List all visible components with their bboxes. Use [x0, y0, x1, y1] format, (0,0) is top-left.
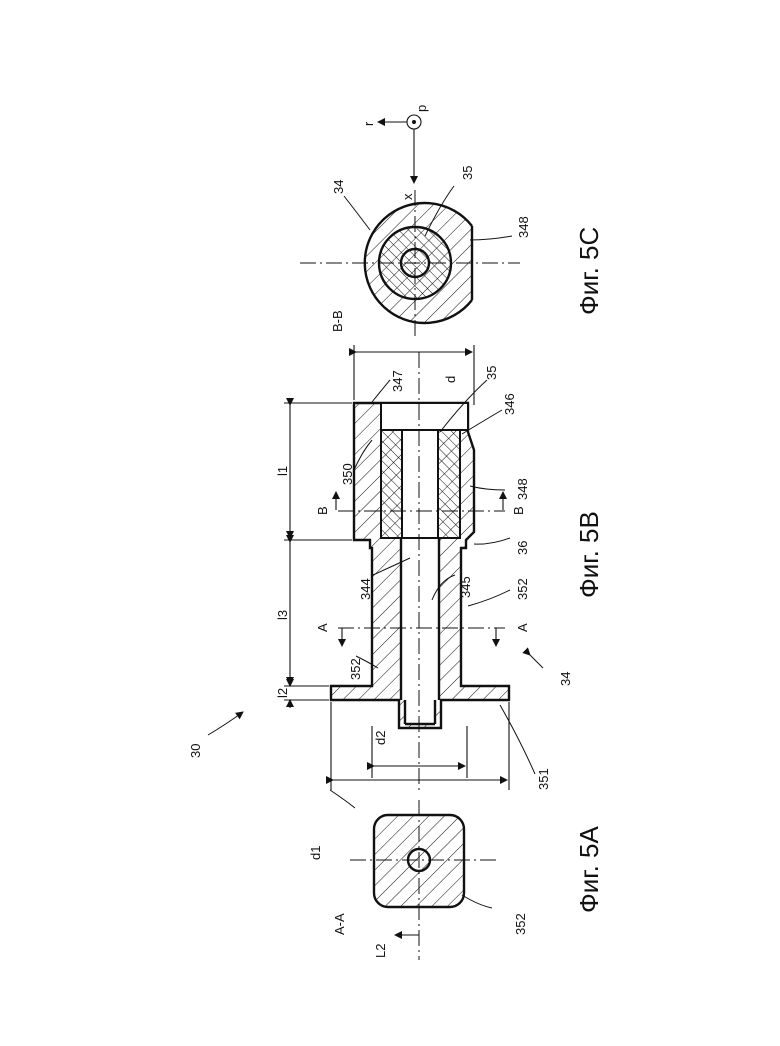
label-352-left: 352: [348, 658, 363, 680]
label-352-right: 352: [515, 578, 530, 600]
dim-l3: l3: [275, 610, 290, 620]
fig-5a-label-352: 352: [513, 913, 528, 935]
axis-label-r: r: [361, 121, 376, 126]
dim-l2: l2: [275, 688, 290, 698]
section-label-b-right: B: [511, 506, 526, 515]
label-351: 351: [536, 768, 551, 790]
label-344: 344: [358, 578, 373, 600]
label-36: 36: [515, 541, 530, 555]
label-350: 350: [340, 463, 355, 485]
fig-5a-caption: Фиг. 5A: [574, 825, 604, 913]
label-30: 30: [188, 744, 203, 758]
label-347: 347: [390, 370, 405, 392]
dim-d: d: [443, 376, 458, 383]
dim-d2: d2: [373, 731, 388, 745]
dim-l1: l1: [275, 466, 290, 476]
fig-5a: d1 352 L2 A-A Фиг. 5A: [308, 790, 604, 960]
coordinate-axes: r p x: [361, 105, 429, 200]
fig-5a-label-l2: L2: [373, 944, 388, 958]
fig-5a-section-title: A-A: [332, 913, 347, 935]
axis-label-x: x: [400, 193, 415, 200]
section-label-a-right: A: [515, 623, 530, 632]
label-34: 34: [558, 672, 573, 686]
label-35: 35: [484, 366, 499, 380]
label-345: 345: [458, 576, 473, 598]
fig-5c-label-34: 34: [331, 180, 346, 194]
fig-5b-caption: Фиг. 5B: [574, 511, 604, 598]
section-label-a-left: A: [315, 623, 330, 632]
label-346: 346: [502, 393, 517, 415]
label-348: 348: [515, 478, 530, 500]
section-label-b-left: B: [315, 506, 330, 515]
fig-5a-label-d1: d1: [308, 846, 323, 860]
fig-5c-label-348: 348: [516, 216, 531, 238]
fig-5b: B B A A d l1 l3 l2 d2: [275, 345, 604, 790]
fig-5c: r p x 34 35 348 B-B Фиг. 5C: [300, 105, 604, 340]
fig-5c-section-title: B-B: [330, 310, 345, 332]
fig-5c-caption: Фиг. 5C: [574, 227, 604, 315]
assembly-reference: 30: [188, 712, 243, 758]
fig-5c-label-35: 35: [460, 166, 475, 180]
axis-label-p: p: [414, 105, 429, 112]
